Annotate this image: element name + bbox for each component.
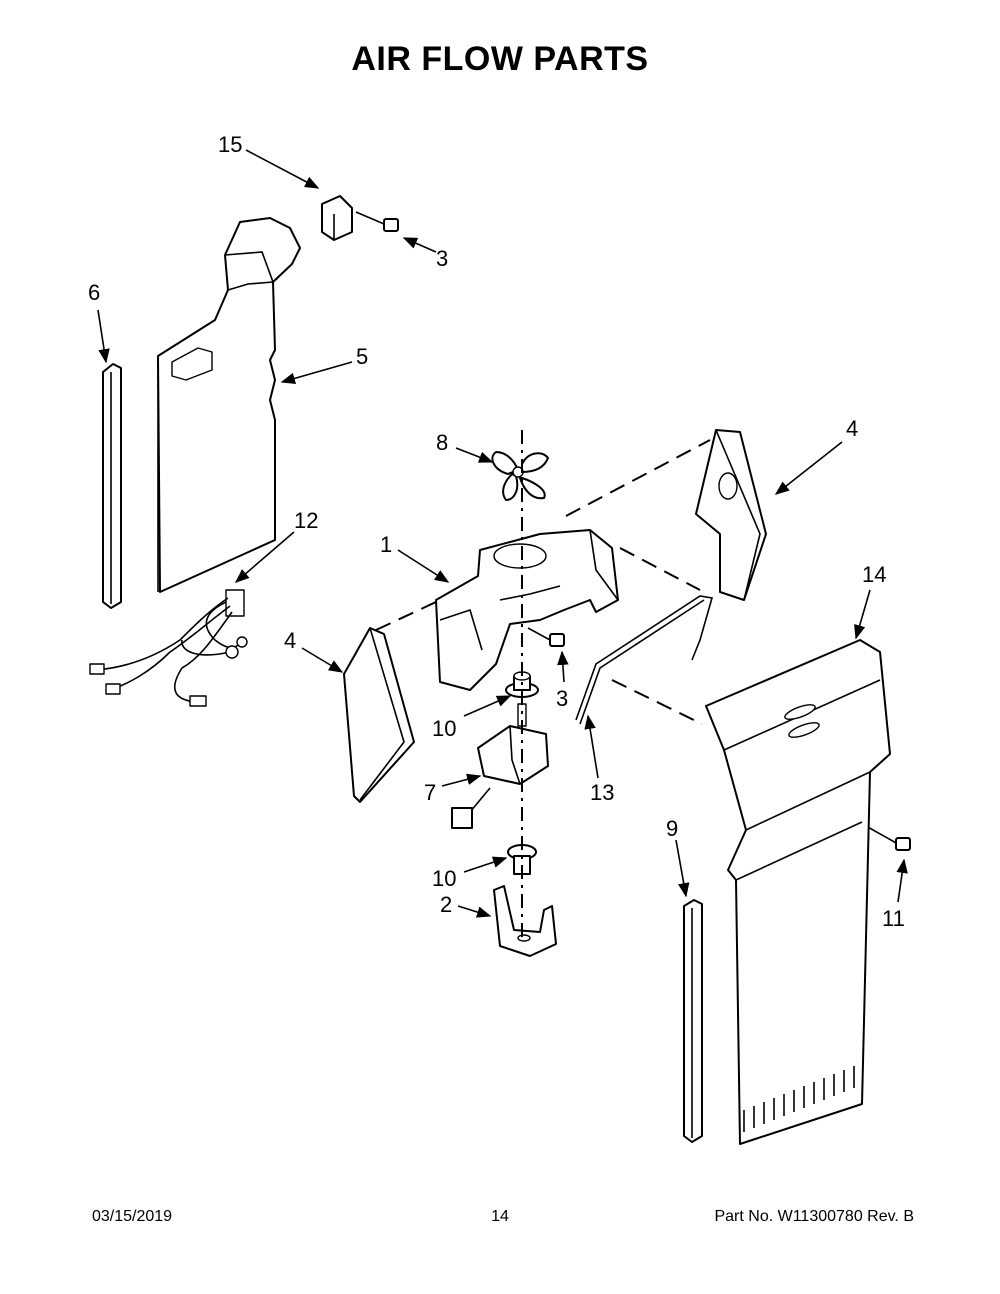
wire-harness (89, 589, 248, 707)
callout-9: 9 (666, 816, 678, 841)
evaporator-cover (705, 639, 891, 1145)
callout-6: 6 (88, 280, 100, 305)
fan-housing (435, 529, 619, 691)
screw-right (865, 825, 911, 851)
callout-11: 11 (882, 906, 905, 931)
leader-arrows (97, 149, 908, 918)
screw-upper (355, 211, 399, 232)
fan-blade (491, 451, 549, 501)
air-duct-panel (157, 217, 301, 593)
callout-2: 2 (440, 892, 452, 917)
callout-15: 15 (218, 132, 242, 157)
footer-date: 03/15/2019 (92, 1208, 173, 1225)
fan-motor (451, 703, 549, 829)
callout-14: 14 (862, 562, 886, 587)
footer-page-number: 14 (491, 1208, 509, 1225)
callout-4-right: 4 (846, 416, 858, 441)
callout-4-left: 4 (284, 628, 296, 653)
callout-7: 7 (424, 780, 436, 805)
callout-8: 8 (436, 430, 448, 455)
callout-10-upper: 10 (432, 716, 456, 741)
callout-labels: 15 3 6 5 8 4 12 1 4 14 3 10 7 13 9 10 2 … (88, 132, 905, 931)
wire-spring (575, 595, 714, 725)
motor-bracket (493, 885, 557, 957)
callout-12: 12 (294, 508, 318, 533)
gasket-strip-left (102, 363, 122, 609)
screw-middle (527, 627, 565, 647)
callout-10-lower: 10 (432, 866, 456, 891)
callout-5: 5 (356, 344, 368, 369)
footer-part-number: Part No. W11300780 Rev. B (714, 1208, 914, 1225)
side-baffle-left (343, 627, 415, 803)
duct-cap (321, 195, 353, 241)
callout-3-upper: 3 (436, 246, 448, 271)
callout-3-middle: 3 (556, 686, 568, 711)
callout-1: 1 (380, 532, 392, 557)
page-title: AIR FLOW PARTS (351, 40, 649, 78)
callout-13: 13 (590, 780, 614, 805)
gasket-strip-right (683, 899, 703, 1143)
side-baffle-right (695, 429, 767, 601)
assembly-guide-lines (375, 430, 711, 940)
